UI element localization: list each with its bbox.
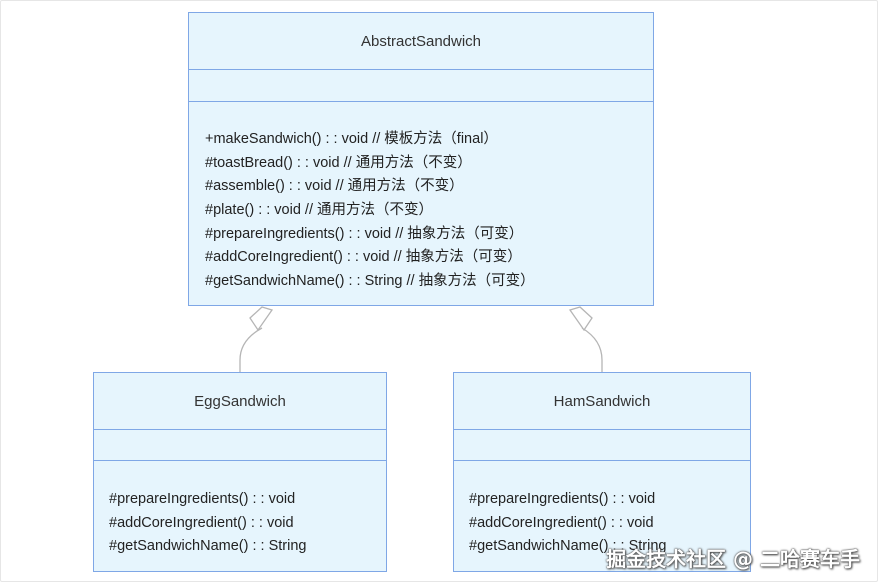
- watermark: 掘金技术社区 @ 二哈赛车手: [606, 547, 860, 571]
- class-methods-section: #prepareIngredients() : : void #addCoreI…: [94, 373, 386, 559]
- method-line: #toastBread() : : void // 通用方法（不变）: [205, 154, 472, 171]
- class-attributes-section: [94, 430, 386, 461]
- ham-inheritance-arrowhead: [568, 306, 593, 332]
- egg-sandwich-class: EggSandwich #prepareIngredients() : : vo…: [93, 372, 387, 572]
- ham-inheritance-line: [581, 327, 603, 372]
- class-attributes-section: [454, 430, 750, 461]
- method-line: #prepareIngredients() : : void: [469, 491, 656, 507]
- method-line: #getSandwichName() : : String: [469, 538, 667, 555]
- ham-sandwich-class: HamSandwich #prepareIngredients() : : vo…: [453, 372, 751, 572]
- method-line: #getSandwichName() : : String // 抽象方法（可变…: [205, 273, 535, 290]
- method-line: #plate() : : void // 通用方法（不变）: [205, 202, 434, 219]
- method-line: #addCoreIngredient() : : void: [469, 514, 654, 531]
- method-line: #assemble() : : void // 通用方法（不变）: [205, 178, 464, 195]
- method-line: #addCoreIngredient() : : void // 抽象方法（可变…: [205, 249, 522, 266]
- class-attributes-section: [189, 70, 653, 102]
- class-name: HamSandwich: [454, 373, 750, 430]
- method-line: #prepareIngredients() : : void // 抽象方法（可…: [205, 225, 524, 242]
- method-line: #getSandwichName() : : String: [109, 538, 307, 555]
- method-line: #prepareIngredients() : : void: [109, 491, 296, 507]
- class-methods-section: +makeSandwich() : : void // 模板方法（final） …: [189, 13, 653, 294]
- class-name: AbstractSandwich: [189, 13, 653, 70]
- class-name: EggSandwich: [94, 373, 386, 430]
- method-line: +makeSandwich() : : void // 模板方法（final）: [205, 131, 498, 147]
- egg-inheritance-arrowhead: [249, 306, 274, 332]
- method-line: #addCoreIngredient() : : void: [109, 514, 294, 531]
- class-methods-section: #prepareIngredients() : : void #addCoreI…: [454, 373, 750, 559]
- abstract-sandwich-class: AbstractSandwich +makeSandwich() : : voi…: [188, 12, 654, 306]
- egg-inheritance-line: [239, 327, 263, 372]
